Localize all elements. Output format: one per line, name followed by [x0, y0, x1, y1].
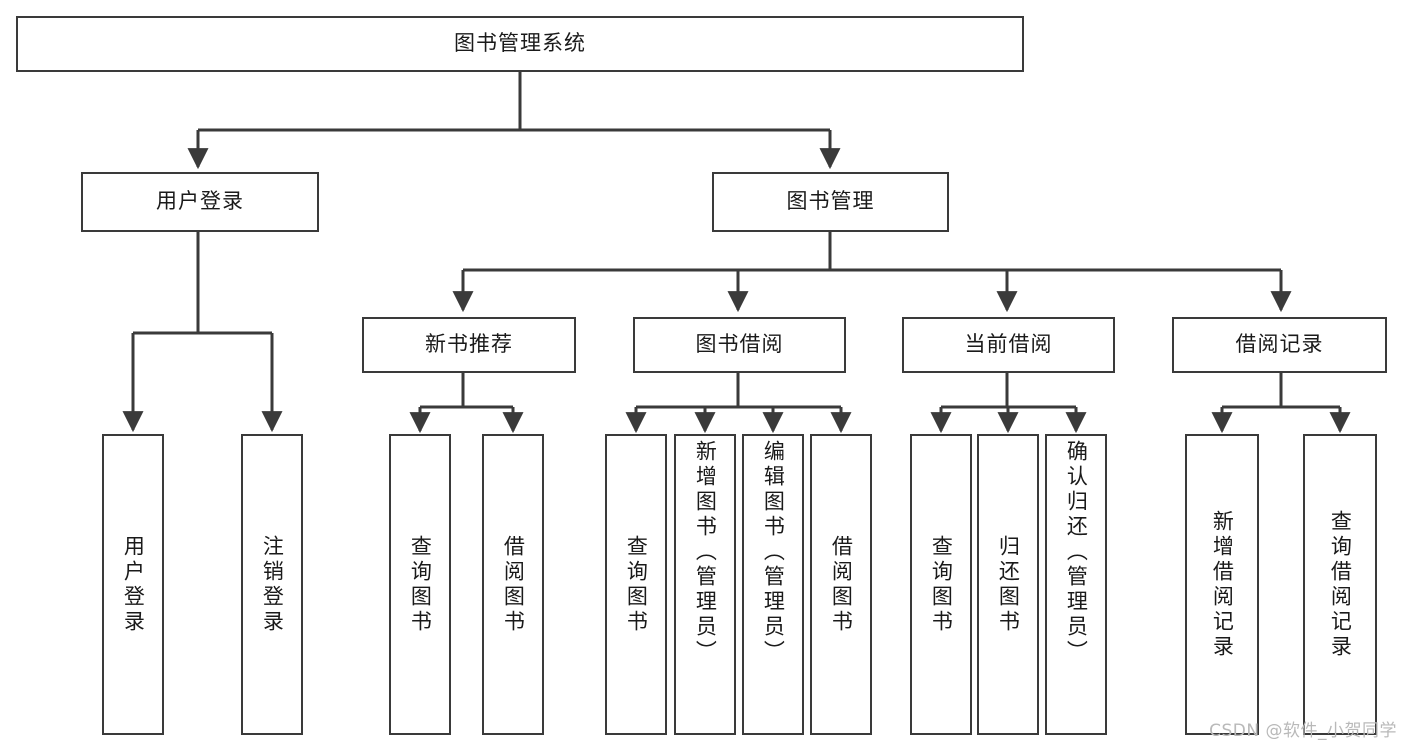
node-new-book-recommend[interactable]: 新书推荐 [362, 317, 576, 373]
node-leaf-query-record-label: 查询借阅记录 [1328, 509, 1353, 660]
node-leaf-logout-label: 注销登录 [260, 534, 285, 635]
node-current-borrow-label: 当前借阅 [964, 332, 1053, 357]
node-leaf-add-record-label: 新增借阅记录 [1210, 509, 1235, 660]
node-leaf-confirm-return-label: 确认归还（管理员） [1064, 440, 1089, 665]
node-borrow-record[interactable]: 借阅记录 [1172, 317, 1387, 373]
node-leaf-borrow-book-2-label: 借阅图书 [829, 534, 854, 635]
node-leaf-query-book-3[interactable]: 查询图书 [910, 434, 972, 735]
node-leaf-logout[interactable]: 注销登录 [241, 434, 303, 735]
node-leaf-query-record[interactable]: 查询借阅记录 [1303, 434, 1377, 735]
node-leaf-query-book-1[interactable]: 查询图书 [389, 434, 451, 735]
node-leaf-query-book-3-label: 查询图书 [929, 534, 954, 635]
node-leaf-return-book-label: 归还图书 [996, 534, 1021, 635]
node-leaf-confirm-return[interactable]: 确认归还（管理员） [1045, 434, 1107, 735]
node-user-login[interactable]: 用户登录 [81, 172, 319, 232]
node-user-login-label: 用户登录 [156, 189, 244, 214]
node-root-label: 图书管理系统 [454, 31, 586, 56]
node-book-borrow-label: 图书借阅 [695, 332, 784, 357]
node-leaf-query-book-1-label: 查询图书 [408, 534, 433, 635]
node-book-management[interactable]: 图书管理 [712, 172, 949, 232]
node-borrow-record-label: 借阅记录 [1235, 332, 1324, 357]
node-leaf-edit-book[interactable]: 编辑图书（管理员） [742, 434, 804, 735]
node-leaf-add-book[interactable]: 新增图书（管理员） [674, 434, 736, 735]
node-leaf-user-login[interactable]: 用户登录 [102, 434, 164, 735]
node-leaf-borrow-book-2[interactable]: 借阅图书 [810, 434, 872, 735]
node-leaf-return-book[interactable]: 归还图书 [977, 434, 1039, 735]
node-leaf-user-login-label: 用户登录 [121, 534, 146, 635]
node-leaf-query-book-2-label: 查询图书 [624, 534, 649, 635]
node-leaf-add-book-label: 新增图书（管理员） [693, 440, 718, 665]
node-book-management-label: 图书管理 [786, 189, 875, 214]
watermark-text: CSDN @软件_小贺同学 [1209, 721, 1397, 741]
node-leaf-query-book-2[interactable]: 查询图书 [605, 434, 667, 735]
node-current-borrow[interactable]: 当前借阅 [902, 317, 1115, 373]
node-root[interactable]: 图书管理系统 [16, 16, 1024, 72]
node-leaf-borrow-book-1-label: 借阅图书 [501, 534, 526, 635]
node-new-book-recommend-label: 新书推荐 [425, 332, 513, 357]
node-leaf-edit-book-label: 编辑图书（管理员） [761, 440, 786, 665]
node-book-borrow[interactable]: 图书借阅 [633, 317, 846, 373]
node-leaf-borrow-book-1[interactable]: 借阅图书 [482, 434, 544, 735]
node-leaf-add-record[interactable]: 新增借阅记录 [1185, 434, 1259, 735]
